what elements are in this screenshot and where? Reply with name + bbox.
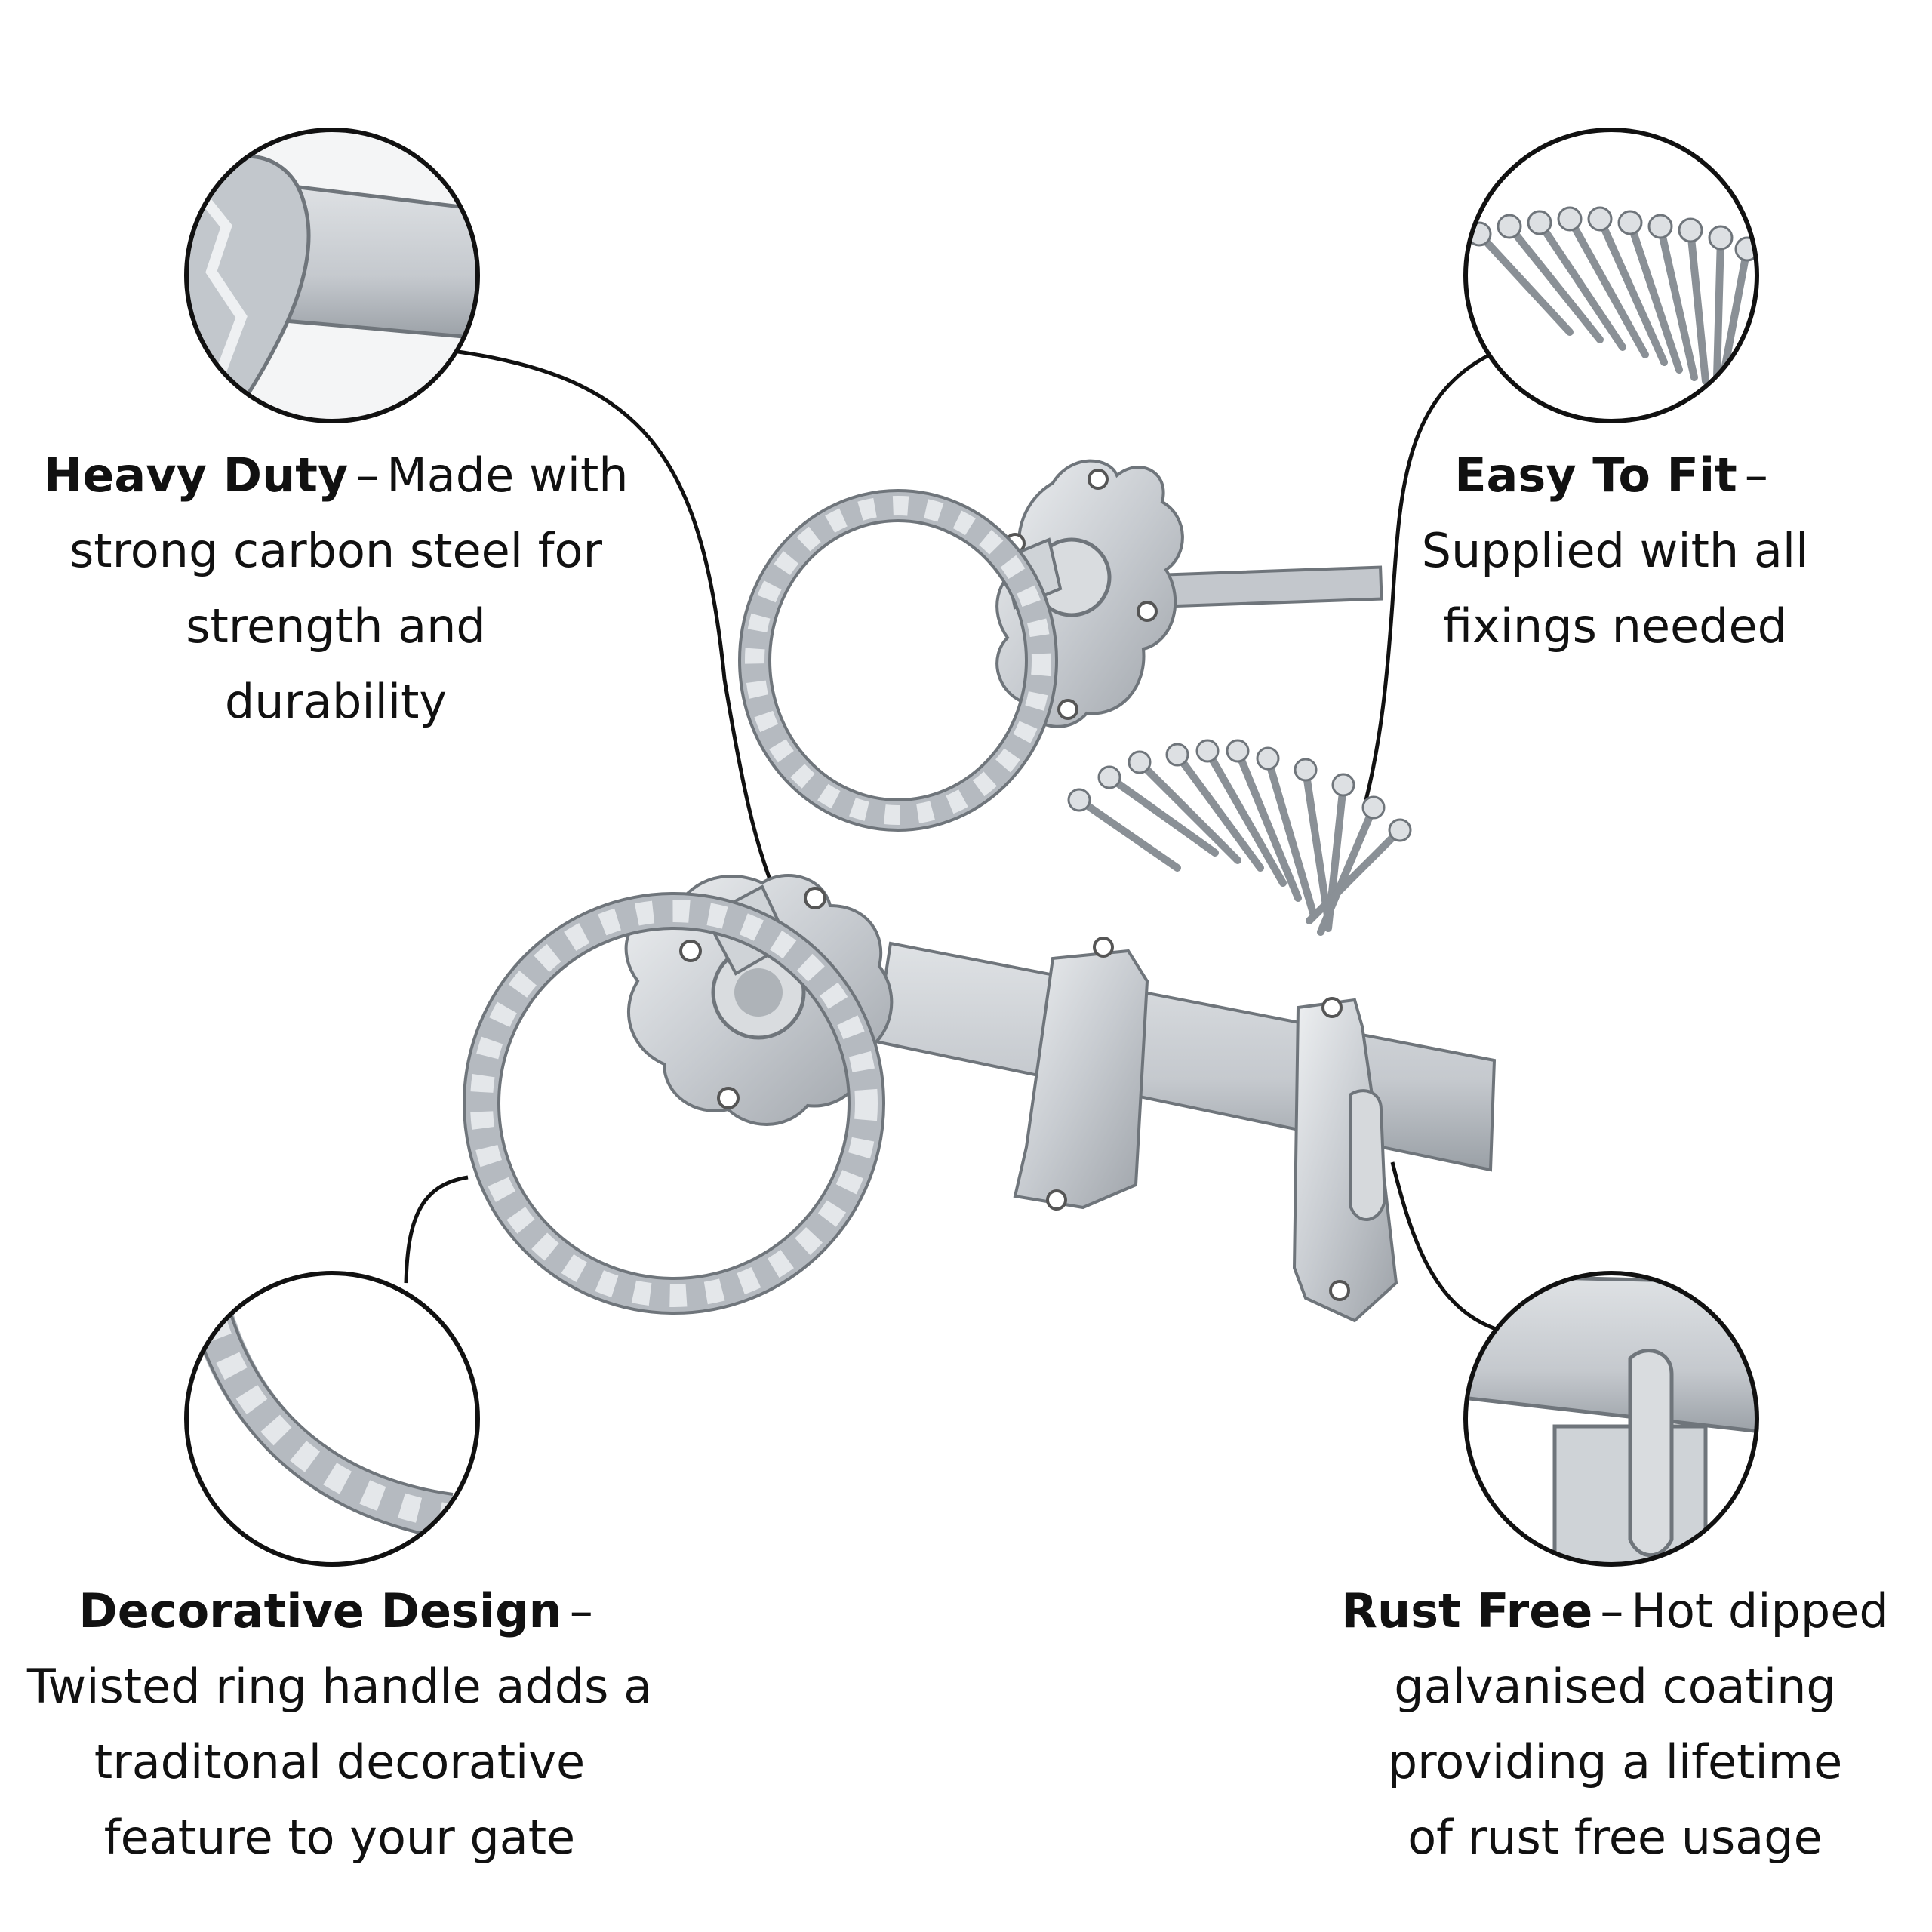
decorative-design-line4: feature to your gate [103,1810,576,1865]
zoom-decorative-design [184,1271,480,1567]
screws-pile [1075,747,1404,936]
outer-ring-handle [738,459,1383,832]
easy-to-fit-line2: Supplied with all [1421,523,1809,578]
rust-free-title: Rust Free [1341,1583,1593,1638]
easy-to-fit-line3: fixings needed [1442,598,1788,654]
heavy-duty-line2: strong carbon steel for [69,523,602,578]
zoom-heavy-duty [184,128,480,423]
rust-free-line1: Hot dipped [1631,1583,1889,1638]
heavy-duty-caption: Heavy Duty–Made with strong carbon steel… [15,438,657,740]
easy-to-fit-title: Easy To Fit [1454,448,1737,503]
latch-bar [873,941,1497,1172]
heavy-duty-connector [452,349,772,880]
rust-free-line2: galvanised coating [1394,1659,1836,1714]
spindle [1152,565,1383,609]
decorative-design-caption: Decorative Design– Twisted ring handle a… [0,1574,679,1875]
decorative-design-connector [404,1175,469,1284]
catch-hook [1349,1089,1387,1221]
zoom-rust-free [1463,1271,1759,1567]
rust-free-line3: providing a lifetime [1387,1734,1843,1789]
callout-lines [404,349,1506,1334]
catch-plate [1292,998,1398,1323]
easy-to-fit-connector [1364,349,1500,801]
bar-keeper [1013,949,1149,1210]
screw-heads [1067,739,1412,842]
rust-free-connector [1390,1161,1506,1334]
main-latch [463,874,1497,1323]
rust-free-line4: of rust free usage [1407,1810,1823,1865]
decorative-design-title: Decorative Design [78,1583,562,1638]
decorative-design-line2: Twisted ring handle adds a [26,1659,653,1714]
heavy-duty-line1: Made with [386,448,629,503]
decorative-design-line3: traditonal decorative [94,1734,586,1789]
rust-free-caption: Rust Free–Hot dipped galvanised coating … [1313,1574,1917,1875]
heavy-duty-title: Heavy Duty [43,448,349,503]
zoom-easy-to-fit [1463,128,1759,423]
heavy-duty-line4: durability [224,674,448,729]
heavy-duty-line3: strength and [186,598,486,654]
easy-to-fit-caption: Easy To Fit– Supplied with all fixings n… [1358,438,1872,664]
